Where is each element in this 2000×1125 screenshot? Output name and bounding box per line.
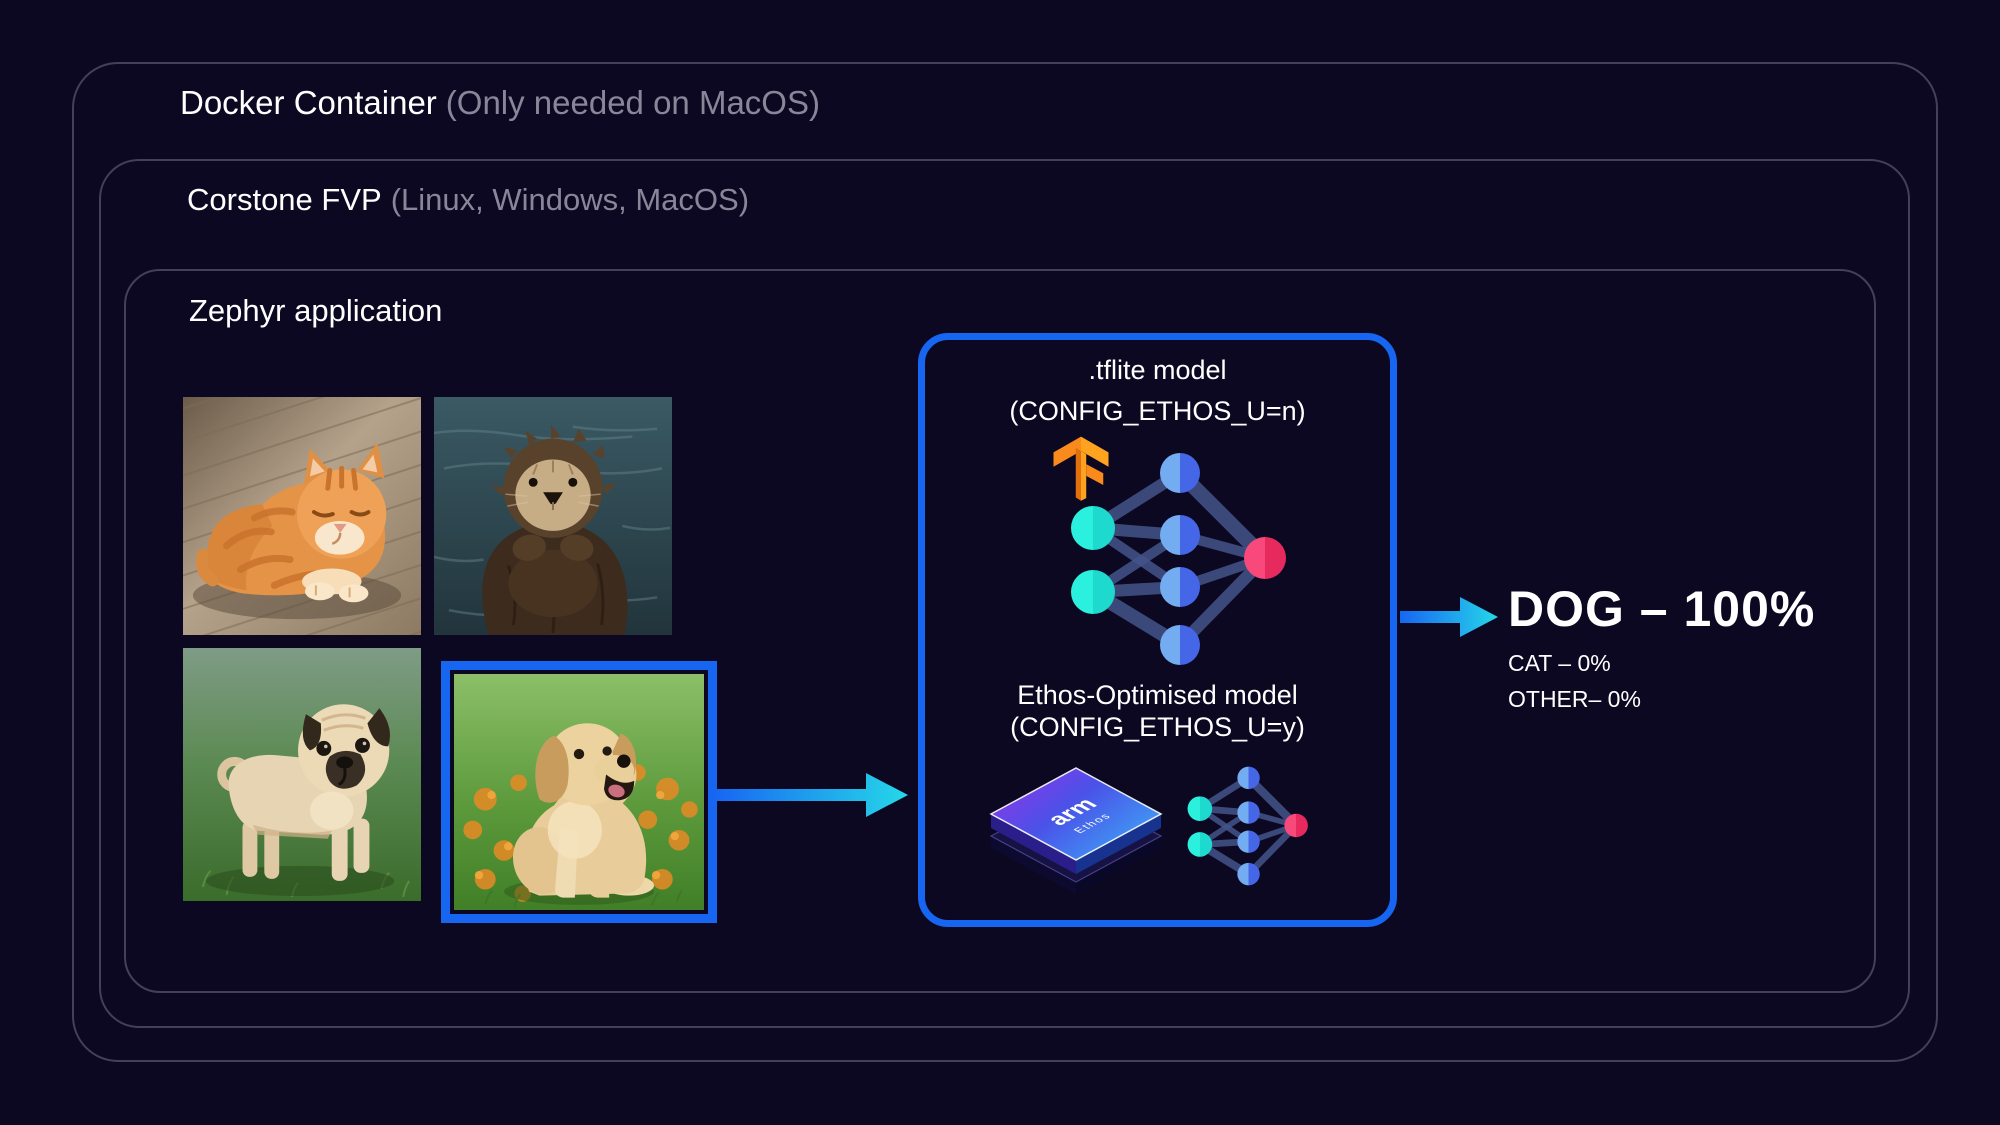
corstone-title-note: (Linux, Windows, MacOS) — [390, 182, 750, 217]
zephyr-application-box: Zephyr application — [124, 269, 1876, 993]
pug-illustration — [183, 648, 421, 901]
input-photo-pug — [183, 648, 421, 901]
docker-title-note: (Only needed on MacOS) — [445, 84, 820, 121]
tensorflow-icon — [1053, 436, 1109, 501]
tflite-model-config: (CONFIG_ETHOS_U=n) — [1009, 396, 1306, 427]
zephyr-title-text: Zephyr application — [189, 293, 443, 328]
small-neural-network-icon — [1187, 765, 1309, 887]
arm-ethos-chip-icon: arm Ethos — [989, 767, 1163, 894]
ethos-model-label: Ethos-Optimised model (CONFIG_ETHOS_U=y) — [925, 680, 1390, 744]
sea-otter-illustration — [434, 397, 672, 635]
model-to-result-arrow — [1400, 597, 1498, 637]
docker-title-text: Docker Container — [180, 84, 437, 121]
input-photo-otter — [434, 397, 672, 635]
tabby-cat-illustration — [183, 397, 421, 635]
neural-network-icon — [1070, 450, 1288, 668]
corstone-fvp-title: Corstone FVP(Linux, Windows, MacOS) — [187, 182, 749, 218]
input-to-model-arrow — [714, 773, 908, 817]
selected-input-frame — [441, 661, 717, 923]
ethos-model-title: Ethos-Optimised model — [1017, 680, 1298, 710]
docker-container-title: Docker Container(Only needed on MacOS) — [180, 84, 820, 122]
docker-container-box: Docker Container(Only needed on MacOS) C… — [72, 62, 1938, 1062]
result-secondary-cat: CAT – 0% — [1508, 650, 1611, 676]
zephyr-application-title: Zephyr application — [189, 293, 442, 329]
result-primary: DOG – 100% — [1508, 581, 1816, 637]
classification-result: DOG – 100% CAT – 0% OTHER– 0% — [1508, 581, 1816, 712]
input-photo-cat — [183, 397, 421, 635]
inference-model-box: .tflite model (CONFIG_ETHOS_U=n) Ethos-O… — [918, 333, 1397, 927]
corstone-title-text: Corstone FVP — [187, 182, 382, 217]
result-secondary-other: OTHER– 0% — [1508, 686, 1641, 712]
corstone-fvp-box: Corstone FVP(Linux, Windows, MacOS) Zeph… — [99, 159, 1910, 1028]
ethos-model-config: (CONFIG_ETHOS_U=y) — [1010, 711, 1305, 742]
golden-retriever-puppy-illustration — [454, 674, 704, 910]
tflite-model-label: .tflite model (CONFIG_ETHOS_U=n) — [925, 354, 1390, 428]
tflite-model-title: .tflite model — [1088, 355, 1227, 385]
